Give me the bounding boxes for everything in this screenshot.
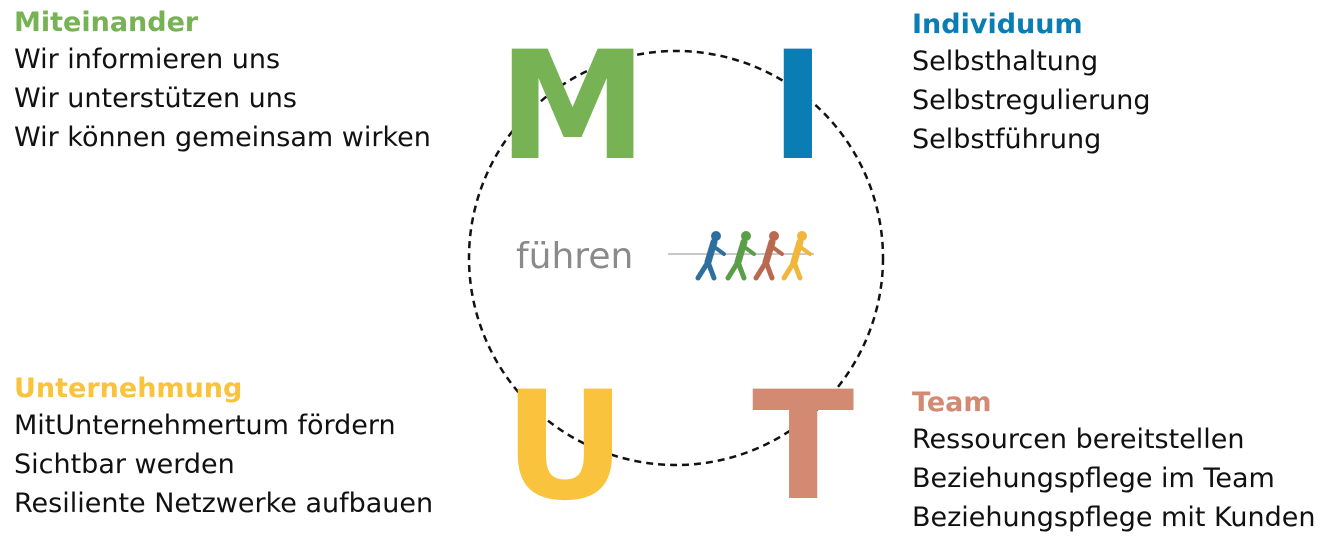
list-item: Beziehungspflege im Team	[912, 463, 1275, 494]
individuum-block: Individuum Selbsthaltung Selbstregulieru…	[912, 8, 1151, 159]
list-item: Selbstführung	[912, 124, 1102, 155]
unternehmung-heading: Unternehmung	[14, 373, 243, 404]
individuum-heading: Individuum	[912, 9, 1083, 40]
center-word: führen	[516, 236, 634, 277]
list-item: Wir unterstützen uns	[14, 83, 297, 114]
list-item: Wir können gemeinsam wirken	[14, 122, 431, 153]
list-item: MitUnternehmertum fördern	[14, 410, 396, 441]
miteinander-heading: Miteinander	[14, 7, 199, 38]
list-item: Resiliente Netzwerke aufbauen	[14, 488, 434, 519]
list-item: Sichtbar werden	[14, 449, 235, 480]
list-item: Wir informieren uns	[14, 44, 281, 75]
tug-of-war-people-icon	[668, 231, 814, 281]
team-block: Team Ressourcen bereitstellen Beziehungs…	[912, 386, 1315, 537]
unternehmung-block: Unternehmung MitUnternehmertum fördern S…	[14, 372, 433, 523]
letter-m: M	[498, 20, 648, 194]
letter-u: U	[504, 360, 626, 534]
list-item: Beziehungspflege mit Kunden	[912, 502, 1316, 533]
letter-i: I	[770, 20, 826, 194]
list-item: Ressourcen bereitstellen	[912, 424, 1245, 455]
list-item: Selbsthaltung	[912, 46, 1099, 77]
list-item: Selbstregulierung	[912, 85, 1151, 116]
miteinander-block: Miteinander Wir informieren uns Wir unte…	[14, 6, 431, 157]
letter-t: T	[752, 360, 855, 534]
team-heading: Team	[912, 387, 992, 418]
